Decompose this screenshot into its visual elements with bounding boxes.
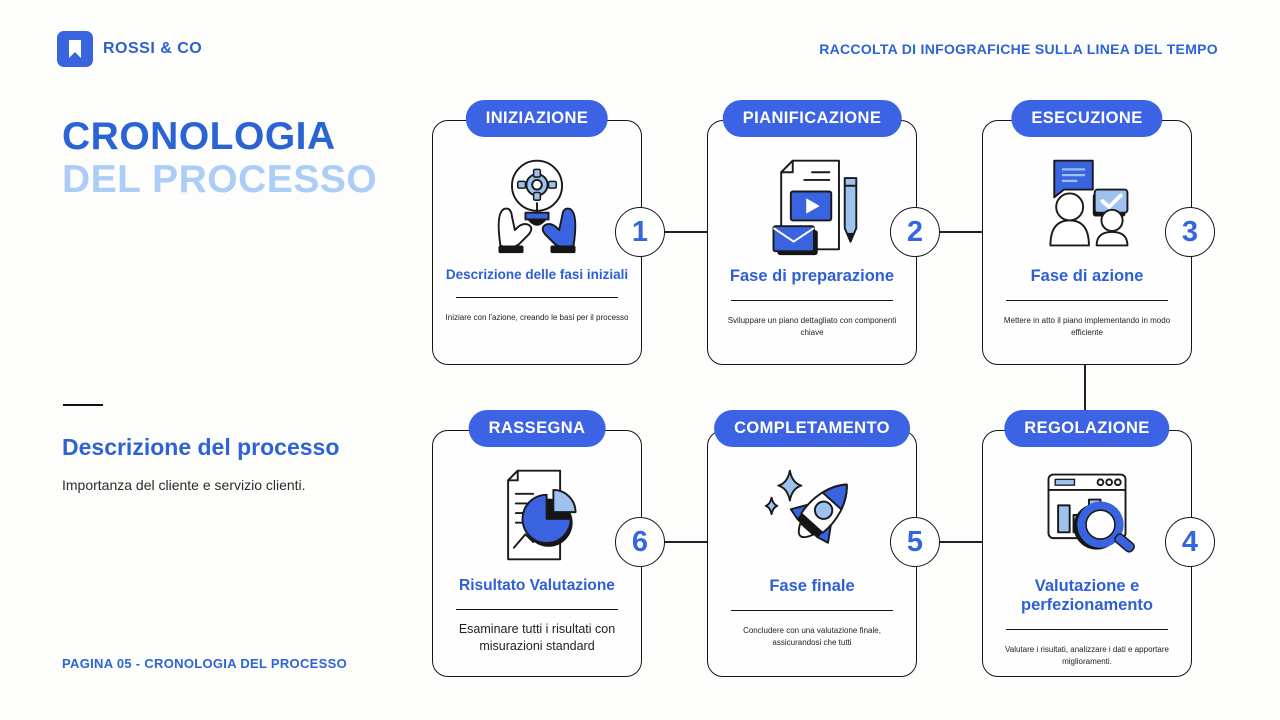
step-label-pill: INIZIAZIONE [465, 100, 609, 137]
section-divider [63, 404, 103, 406]
card-divider [1006, 628, 1168, 631]
step-title: Fase di azione [1030, 267, 1144, 285]
people-chat-check-icon [1031, 151, 1143, 259]
page-title-line2: DEL PROCESSO [62, 157, 378, 201]
page-title-line1: CRONOLOGIA [62, 115, 336, 158]
brand-logo [57, 31, 93, 67]
step-card-iniziazione: INIZIAZIONE [432, 100, 642, 365]
step-title: Valutazione e perfezionamento [1020, 577, 1154, 614]
step-number-badge-5: 5 [890, 517, 940, 567]
section-body: Importanza del cliente e servizio client… [62, 477, 306, 493]
step-label-pill: COMPLETAMENTO [714, 410, 910, 447]
step-label-pill: REGOLAZIONE [1004, 410, 1170, 447]
card-divider [731, 299, 893, 302]
page-footer: PAGINA 05 - CRONOLOGIA DEL PROCESSO [62, 656, 347, 671]
card-divider [731, 609, 893, 612]
step-card-rassegna: RASSEGNA Risultato Valutazione Esa [432, 410, 642, 677]
step-label-pill: RASSEGNA [468, 410, 606, 447]
report-piechart-icon [481, 461, 593, 569]
step-card-regolazione: REGOLAZIONE Va [982, 410, 1192, 677]
hands-lightbulb-gear-icon [481, 151, 593, 259]
card-divider [1006, 299, 1168, 302]
step-number-badge-2: 2 [890, 207, 940, 257]
document-video-envelope-pencil-icon [756, 151, 868, 259]
step-title: Fase di preparazione [729, 267, 895, 285]
header-tagline: RACCOLTA DI INFOGRAFICHE SULLA LINEA DEL… [819, 41, 1218, 57]
brand-name: ROSSI & CO [103, 40, 203, 57]
step-card-esecuzione: ESECUZIONE Fase di azione [982, 100, 1192, 365]
connector-1-2 [660, 231, 708, 233]
browser-chart-magnifier-icon [1031, 461, 1143, 569]
rocket-sparkles-icon [756, 461, 868, 569]
card-divider [456, 296, 618, 298]
step-title: Descrizione delle fasi iniziali [445, 267, 629, 282]
step-description: Concludere con una valutazione finale, a… [743, 626, 881, 648]
connector-5-4 [935, 541, 983, 543]
step-number-badge-3: 3 [1165, 207, 1215, 257]
card-divider [456, 608, 618, 611]
step-label-pill: PIANIFICAZIONE [722, 100, 902, 137]
section-heading: Descrizione del processo [62, 434, 340, 460]
step-description: Esaminare tutti i risultati con misurazi… [458, 622, 616, 654]
step-card-completamento: COMPLETAMENTO Fase fin [707, 410, 917, 677]
step-title: Fase finale [769, 577, 855, 595]
step-label-pill: ESECUZIONE [1011, 100, 1163, 137]
step-card-pianificazione: PIANIFICAZIONE Fase di pr [707, 100, 917, 365]
step-description: Mettere in atto il piano implementando i… [1003, 316, 1171, 338]
connector-6-5 [660, 541, 708, 543]
connector-3-4 [1084, 363, 1086, 410]
step-number-badge-6: 6 [615, 517, 665, 567]
bookmark-icon [69, 40, 81, 58]
step-number-badge-4: 4 [1165, 517, 1215, 567]
step-number-badge-1: 1 [615, 207, 665, 257]
step-description: Iniziare con l'azione, creando le basi p… [445, 312, 629, 322]
page-title: CRONOLOGIA DEL PROCESSO [62, 115, 378, 202]
step-description: Valutare i risultati, analizzare i dati … [1005, 645, 1169, 667]
step-title: Risultato Valutazione [459, 577, 615, 594]
connector-2-3 [935, 231, 983, 233]
step-description: Sviluppare un piano dettagliato con comp… [727, 316, 897, 338]
